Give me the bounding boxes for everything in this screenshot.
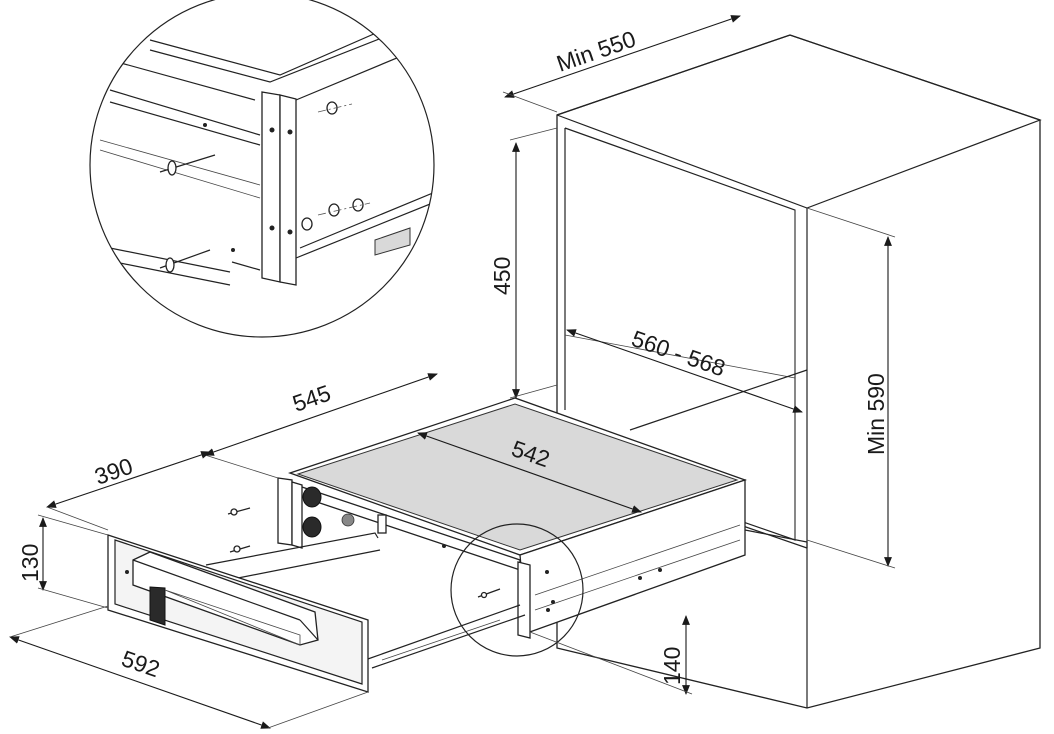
label-390: 390 [91,453,136,490]
drawer [107,532,526,693]
magnified-detail [89,0,435,338]
cabinet-outline [556,34,1041,709]
label-545: 545 [289,380,334,417]
detail-circle-small [450,523,584,657]
label-140: 140 [659,647,685,685]
screw-icons [227,507,251,553]
label-592: 592 [118,645,163,682]
label-min-550: Min 550 [553,26,639,77]
cabinet [556,34,1042,709]
label-450: 450 [489,257,515,295]
label-min-590: Min 590 [863,373,889,455]
label-130: 130 [17,544,43,582]
dimension-lines [9,15,896,729]
